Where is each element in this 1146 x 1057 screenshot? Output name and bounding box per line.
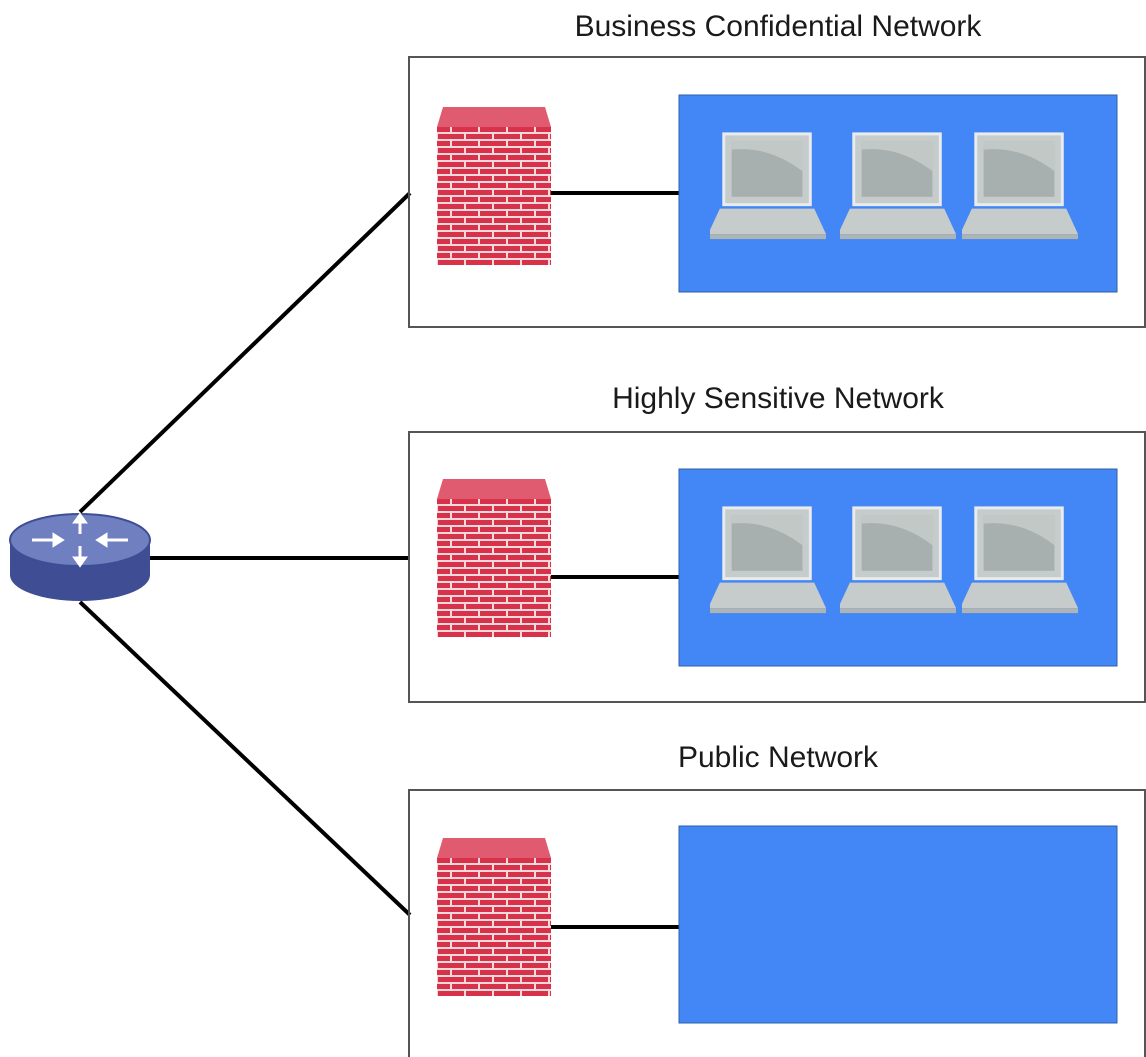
zone-box-business-confidential xyxy=(408,56,1146,328)
zone-box-highly-sensitive xyxy=(408,431,1146,703)
firewall-icon xyxy=(437,838,551,996)
laptop-icon xyxy=(840,132,958,241)
firewall-icon xyxy=(437,107,551,265)
laptop-icon xyxy=(962,506,1080,615)
laptop-icon xyxy=(710,132,828,241)
laptop-icon xyxy=(962,132,1080,241)
link-router-business xyxy=(78,191,412,514)
segment-public xyxy=(678,825,1118,1024)
zone-title-public: Public Network xyxy=(677,741,879,774)
zone-title-business-confidential: Business Confidential Network xyxy=(574,10,982,43)
laptop-icon xyxy=(840,506,958,615)
router-icon xyxy=(9,512,151,601)
link-router-public xyxy=(78,600,412,917)
firewall-icon xyxy=(437,479,551,637)
zone-box-public xyxy=(408,789,1146,1057)
zone-title-highly-sensitive: Highly Sensitive Network xyxy=(612,382,944,415)
laptop-icon xyxy=(710,506,828,615)
